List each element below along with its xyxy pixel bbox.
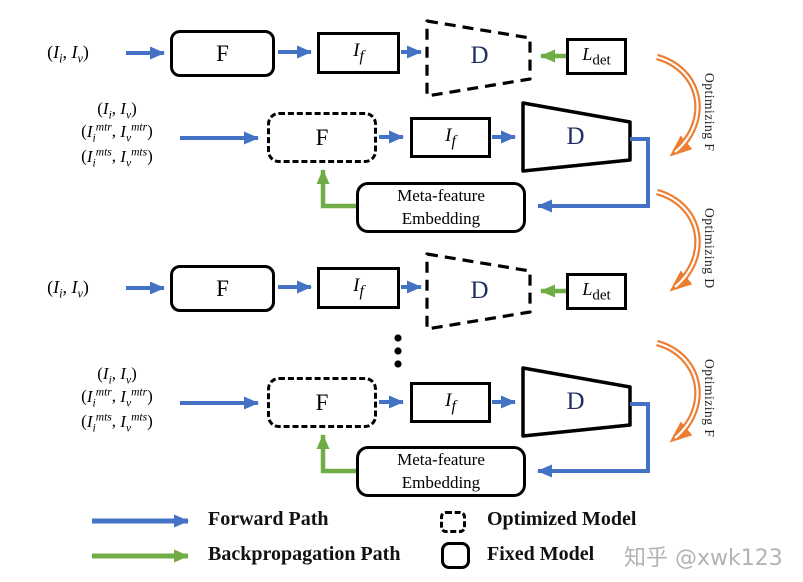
- detector-trapezoid-solid: [521, 366, 632, 438]
- stage1-d-label: D: [470, 42, 489, 69]
- stage1-if-label: If: [353, 40, 364, 65]
- stage2-input-label-1: (Ii, Iv): [97, 99, 137, 122]
- stage1-detection-loss-box: Ldet: [566, 38, 627, 75]
- forward-connector: [537, 402, 650, 478]
- stage3-d-label: D: [470, 277, 489, 304]
- optimizing-arc-3: [656, 339, 701, 443]
- stage2-input-label-3: (Iimts, Ivmts): [81, 145, 153, 170]
- meta-feature-line: Meta-feature: [397, 185, 485, 205]
- optimizing-f-label-1: Optimizing F: [702, 73, 717, 152]
- stage2-feature-extractor-box: F: [267, 112, 377, 163]
- backprop-connector: [316, 434, 358, 474]
- stage3-feature-extractor-box: F: [170, 265, 275, 312]
- legend-solid-box-icon: [441, 542, 470, 569]
- zhihu-watermark: 知乎 @xwk123: [624, 546, 783, 571]
- stage4-if-label: If: [445, 389, 456, 415]
- meta-feature-line: Meta-feature: [397, 449, 485, 469]
- stage3-input-label: (Ii, Iv): [47, 277, 89, 301]
- ellipsis-dot: [394, 347, 402, 355]
- optimizing-arc-2: [656, 188, 701, 292]
- embedding-line: Embedding: [401, 208, 481, 228]
- stage4-meta-embedding-box: Meta-feature Embedding: [356, 446, 526, 497]
- stage2-fused-feature-box: If: [410, 117, 491, 158]
- stage3-fused-feature-box: If: [317, 267, 400, 309]
- forward-connector: [537, 137, 650, 213]
- detector-trapezoid-dashed: [425, 252, 532, 331]
- stage4-input-label-2: (Iimtr, Ivmtr): [81, 385, 153, 410]
- backprop-connector: [316, 169, 358, 209]
- stage2-input-label-2: (Iimtr, Ivmtr): [81, 120, 153, 145]
- legend-optimized-label: Optimized Model: [487, 508, 637, 530]
- stage1-input-label: (Ii, Iv): [47, 42, 89, 66]
- stage2-f-label: F: [315, 124, 329, 150]
- legend-backprop-label: Backpropagation Path: [208, 543, 401, 565]
- stage1-fused-feature-box: If: [317, 32, 400, 74]
- stage3-f-label: F: [216, 275, 229, 301]
- stage4-input-label-1: (Ii, Iv): [97, 364, 137, 387]
- stage4-d-label: D: [566, 388, 585, 415]
- legend-dashed-box-icon: [440, 511, 466, 533]
- stage1-feature-extractor-box: F: [170, 30, 275, 77]
- ellipsis-dot: [394, 360, 402, 368]
- stage2-d-label: D: [566, 123, 585, 150]
- stage1-loss-label: Ldet: [582, 43, 611, 69]
- stage2-if-label: If: [445, 124, 456, 150]
- optimizing-d-label: Optimizing D: [702, 208, 717, 289]
- legend-fixed-label: Fixed Model: [487, 543, 595, 565]
- ellipsis-dot: [394, 334, 402, 342]
- detector-trapezoid-solid: [521, 101, 632, 173]
- stage2-meta-embedding-box: Meta-feature Embedding: [356, 182, 526, 233]
- stage4-fused-feature-box: If: [410, 382, 491, 423]
- stage4-feature-extractor-box: F: [267, 377, 377, 428]
- stage1-f-label: F: [216, 40, 229, 66]
- legend-forward-label: Forward Path: [208, 508, 329, 530]
- stage4-f-label: F: [315, 389, 329, 415]
- detector-trapezoid-dashed: [425, 19, 532, 98]
- stage3-loss-label: Ldet: [582, 278, 611, 304]
- optimizing-f-label-2: Optimizing F: [702, 359, 717, 438]
- stage3-detection-loss-box: Ldet: [566, 273, 627, 310]
- optimizing-arc-1: [656, 53, 701, 157]
- stage3-if-label: If: [353, 275, 364, 300]
- embedding-line: Embedding: [401, 472, 481, 492]
- stage4-input-label-3: (Iimts, Ivmts): [81, 410, 153, 435]
